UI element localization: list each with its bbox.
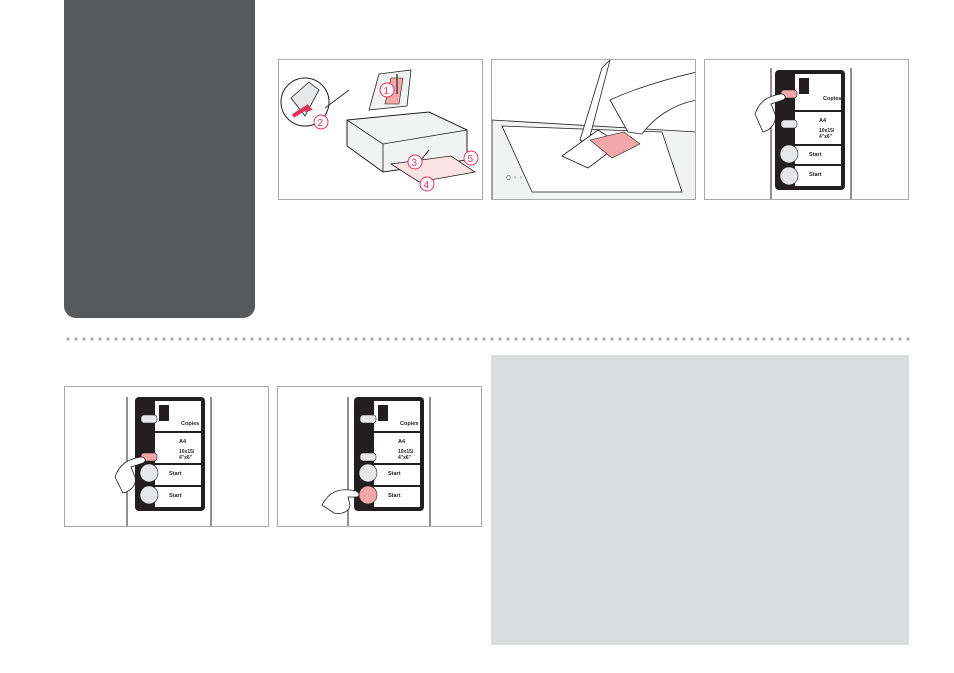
control-panel-size-illustration: Copies A4 10x15/ 4"x6" Start Start: [64, 386, 269, 527]
start-label-1: Start: [809, 152, 822, 158]
copies-label: Copies: [181, 421, 199, 427]
note-box: [491, 355, 909, 645]
photo-size-line2: 4"x6": [819, 134, 833, 140]
photo-size-line2: 4"x6": [179, 455, 193, 461]
step-number-3: 3: [412, 158, 418, 169]
a4-label: A4: [398, 439, 406, 445]
section-tab: [64, 0, 255, 318]
printer-load-paper-illustration: 1 2 3 4 5: [278, 59, 483, 200]
step-number-5: 5: [468, 154, 474, 165]
start-label-2: Start: [388, 493, 401, 499]
start-label-2: Start: [809, 172, 822, 178]
step-number-2: 2: [318, 118, 324, 129]
copies-label: Copies: [400, 421, 418, 427]
start-label-1: Start: [388, 471, 401, 477]
a4-label: A4: [819, 118, 827, 124]
start-label-2: Start: [169, 493, 182, 499]
svg-text:o ◦ ◦: o ◦ ◦: [506, 172, 522, 182]
step-number-4: 4: [424, 180, 430, 191]
step-number-1: 1: [384, 86, 390, 97]
section-divider: [64, 337, 910, 341]
photo-size-line2: 4"x6": [398, 455, 412, 461]
start-label-1: Start: [169, 471, 182, 477]
pointing-hand-icon: [322, 490, 359, 514]
scanner-glass-illustration: o ◦ ◦: [491, 59, 696, 200]
control-panel-start-illustration: Copies A4 10x15/ 4"x6" Start Start: [277, 386, 482, 527]
a4-label: A4: [179, 439, 187, 445]
copies-label: Copies: [823, 96, 841, 102]
control-panel-copies-illustration: Copies A4 10x15/ 4"x6" Start Start: [704, 59, 909, 200]
